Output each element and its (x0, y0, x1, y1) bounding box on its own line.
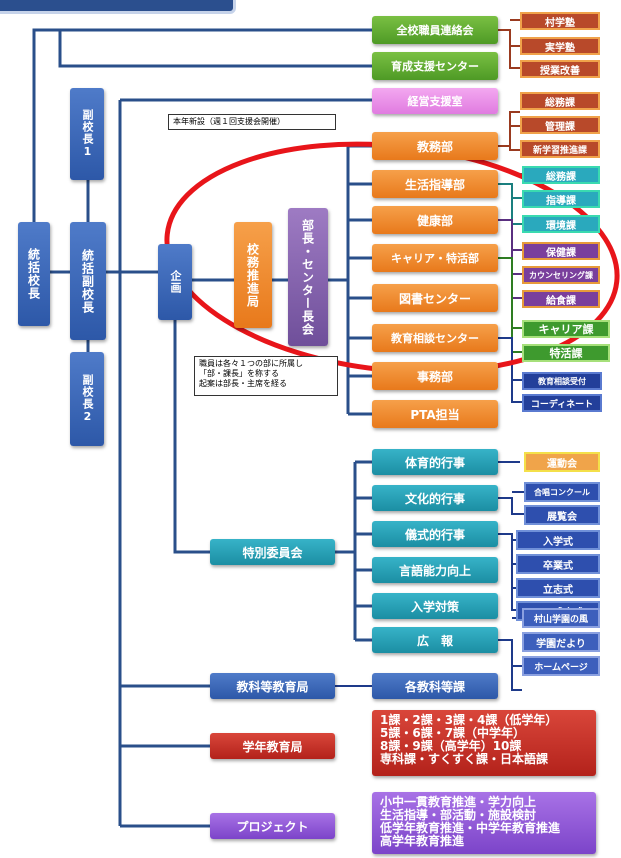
mgmt-office-box: 経営支援室 (372, 88, 498, 114)
dept-library: 図書センター (372, 284, 498, 312)
tag-life-2: 指導課 (522, 190, 600, 208)
grade-detail-box: 1課・2課・3課・4課（低学年） 5課・6課・7課（中学年） 8課・9課（高学年… (372, 710, 596, 776)
committee-item-ceremony: 儀式的行事 (372, 521, 498, 547)
support-center-box: 育成支援センター (372, 52, 498, 80)
vice-principal-box: 統括副校長 (70, 222, 106, 340)
tag-culture-2: 展覧会 (524, 505, 600, 525)
vice1-box: 副校長1 (70, 88, 104, 180)
committee-item-admission: 入学対策 (372, 593, 498, 619)
tag-ceremony-2: 卒業式 (516, 554, 600, 574)
dept-pta: PTA担当 (372, 400, 498, 428)
tag-pr-2: 学園だより (522, 632, 600, 652)
note-staff: 職員は各々１つの部に所属し 「部・課長」を称する 起案は部長・主席を経る (194, 356, 338, 396)
vice2-box: 副校長2 (70, 352, 104, 446)
tag-mgmt-2: 管理課 (520, 116, 600, 134)
tag-pr-1: 村山学園の風 (522, 608, 600, 628)
dept-seikatsu: 生活指導部 (372, 170, 498, 198)
tag-counsel-1: 教育相談受付 (522, 372, 602, 390)
committee-box: 特別委員会 (210, 539, 335, 565)
kanri-box: 企画 (158, 244, 192, 320)
header-tab-decoration (0, 0, 236, 14)
dept-counseling: 教育相談センター (372, 324, 498, 352)
tag-ceremony-3: 立志式 (516, 578, 600, 598)
tag-pr-3: ホームページ (522, 656, 600, 676)
tag-ceremony-1: 入学式 (516, 530, 600, 550)
staff-council-box: 全校職員連絡会 (372, 16, 498, 44)
tag-culture-1: 合唱コンクール (524, 482, 600, 502)
tag-top-2: 実学塾 (520, 37, 600, 55)
committee-item-pr: 広 報 (372, 627, 498, 653)
note-new-support: 本年新設（週１回支援会開催） (168, 114, 336, 130)
tag-top-3: 授業改善 (520, 60, 600, 78)
tag-life-1: 総務課 (522, 166, 600, 184)
dept-heads-box: 部長・センター長会 (288, 208, 328, 346)
committee-item-sports: 体育的行事 (372, 449, 498, 475)
tag-counsel-2: コーディネート (522, 394, 602, 412)
dept-kenko: 健康部 (372, 206, 498, 234)
tag-top-1: 村学塾 (520, 12, 600, 30)
tag-health-3: 給食課 (522, 290, 600, 308)
tag-sports-1: 運動会 (524, 452, 600, 472)
tag-health-1: 保健課 (522, 242, 600, 260)
dept-office-box: 校務推進局 (234, 222, 272, 328)
grade-office-box: 学年教育局 (210, 733, 335, 759)
committee-item-language: 言語能力向上 (372, 557, 498, 583)
project-detail-box: 小中一貫教育推進・学力向上 生活指導・部活動・施設検討 低学年教育推進・中学年教… (372, 792, 596, 854)
dept-office-admin: 事務部 (372, 362, 498, 390)
dept-kyomu: 教務部 (372, 132, 498, 160)
subject-office-box: 教科等教育局 (210, 673, 335, 699)
tag-mgmt-1: 総務課 (520, 92, 600, 110)
committee-item-culture: 文化的行事 (372, 485, 498, 511)
tag-career-1: キャリア課 (522, 320, 610, 338)
project-box: プロジェクト (210, 813, 335, 839)
tag-mgmt-3: 新学習推進課 (520, 140, 600, 158)
dept-career: キャリア・特活部 (372, 244, 498, 272)
subject-dept-box: 各教科等課 (372, 673, 498, 699)
tag-career-2: 特活課 (522, 344, 610, 362)
tag-life-3: 環境課 (522, 215, 600, 233)
tag-health-2: カウンセリング課 (522, 266, 600, 284)
principal-box: 統括校長 (18, 222, 50, 326)
